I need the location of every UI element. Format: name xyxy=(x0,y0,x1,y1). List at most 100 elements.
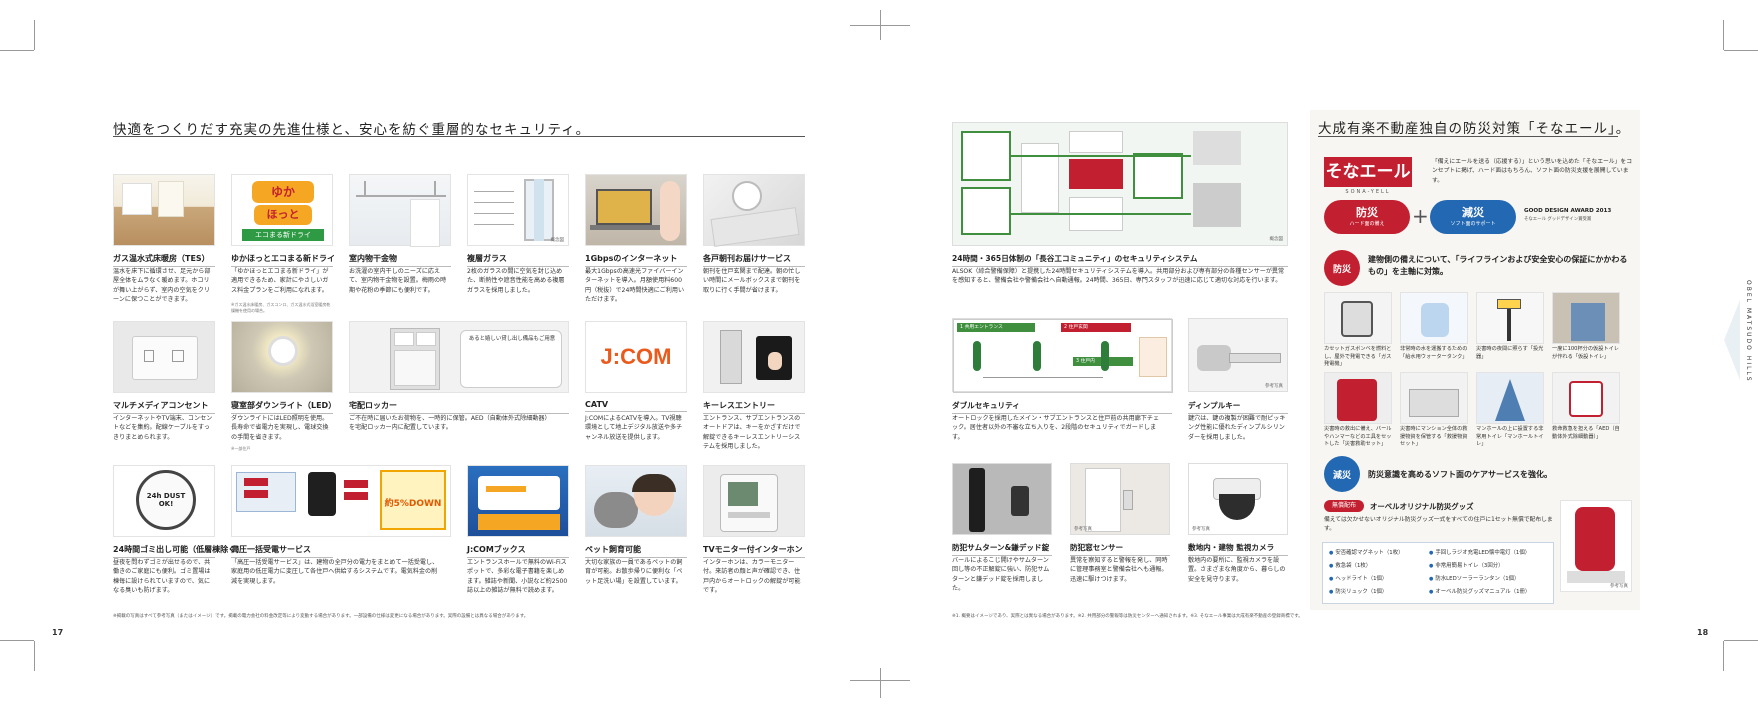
photo-label: 概念図 xyxy=(1269,237,1284,242)
goods-description: 備えては欠かせないオリジナル防災グッズ一式をすべての住戸に1セット無償で配布しま… xyxy=(1324,517,1553,532)
page-number-left: 17 xyxy=(52,628,64,637)
feature-desc: 朝刊を住戸玄関まで配達。朝の忙しい時間にメールボックスまで朝刊を取りに行く手間が… xyxy=(703,268,801,294)
side-arrow-icon xyxy=(1724,300,1740,380)
security-caption: 24時間・365日体制の「長谷工コミュニティ」のセキュリティシステム xyxy=(952,253,1288,267)
security-desc: ALSOK（綜合警備保障）と提携した24時間セキュリティシステムを導入。共用部分… xyxy=(952,268,1285,285)
feature-caption: TVモニター付インターホン xyxy=(703,544,805,558)
step-label-2: 2 住戸玄関 xyxy=(1061,323,1131,332)
feature-caption: ガス温水式床暖房（TES） xyxy=(113,253,215,267)
feature-desc: 「ゆかほっとエコまる新ドライ」が適用できるため、家計にやさしいガス料金プランをご… xyxy=(231,268,329,294)
gensai-badge: 減災 xyxy=(1324,456,1360,492)
jcom-books-image xyxy=(467,465,569,537)
bousai-pill-label: 防災 xyxy=(1356,206,1378,219)
feature-caption: 室内物干金物 xyxy=(349,253,451,267)
jcom-logo: J:COM xyxy=(585,321,687,393)
rescue-set-photo xyxy=(1324,372,1392,424)
delivery-locker-photo: あると嬉しい貸し出し備品もご用意 xyxy=(349,321,569,393)
bousai-pill: 防災 ハード面の備え xyxy=(1324,200,1410,234)
goods-desc: 災害時の夜間に照らす「投光器」 xyxy=(1476,346,1544,360)
window-sensor-photo: 参考写真 xyxy=(1070,463,1170,535)
crop-mark xyxy=(34,20,35,50)
goods-desc: カセットガスボンベを燃料とし、屋外で発電できる「ガス発電機」 xyxy=(1324,346,1392,368)
security-caption: 敷地内・建物 監視カメラ xyxy=(1188,542,1288,556)
bousai-heading: 建物側の備えについて、「ライフラインおよび安全安心の保証にかかわるもの」を主軸に… xyxy=(1368,255,1628,277)
feature-caption: マルチメディアコンセント xyxy=(113,400,215,414)
feature-desc: J:COMによるCATVを導入。TV視聴環境として地上デジタル放送や多チャンネル… xyxy=(585,415,683,441)
gensai-heading: 防災意識を高めるソフト面のケアサービスを強化。 xyxy=(1368,470,1552,479)
goods-list-item: ヘッドライト（1個） xyxy=(1329,574,1387,582)
water-tank-photo xyxy=(1400,292,1468,344)
security-system-diagram: 概念図 xyxy=(952,122,1288,246)
goods-desc: 救命救急を担える「AED（自動体外式除細動器）」 xyxy=(1552,426,1620,440)
goods-desc: 非常時の水を運搬するための「給水用ウォータータンク」 xyxy=(1400,346,1468,360)
intercom-photo xyxy=(703,465,805,537)
feature-desc: 最大1Gbpsの高速光ファイバーインターネットを導入。月額使用料600円（税抜）… xyxy=(585,268,685,304)
crop-mark xyxy=(0,640,34,641)
outlet-photo xyxy=(113,321,215,393)
feature-desc: インターホンは、カラーモニター付。来訪者の顔と声が確認でき、住戸内からオートロッ… xyxy=(703,559,801,595)
security-camera-photo: 参考写真 xyxy=(1188,463,1288,535)
feature-caption: J:COMブックス xyxy=(467,544,569,558)
sona-yell-logo: そなエール xyxy=(1324,157,1412,187)
side-label-text: OBEL MATSUDO HILLS xyxy=(1745,280,1752,383)
newspaper-photo xyxy=(703,174,805,247)
feature-desc: インターネットやTV端末、コンセントなどを集約。配線ケーブルをすっきりまとめられ… xyxy=(113,415,213,441)
drying-rod-photo xyxy=(349,174,451,247)
gensai-pill-sub: ソフト面のサポート xyxy=(1450,221,1496,227)
left-footnote: ※掲載の写真はすべて参考写真（またはイメージ）です。掲載の電力会社の料金改定等に… xyxy=(113,614,529,619)
garbage-badge-text: 24h DUST OK! xyxy=(146,492,186,509)
bousai-pill-sub: ハード面の備え xyxy=(1349,221,1385,227)
page-title: 快適をつくりだす充実の先進仕様と、安心を紡ぐ重層的なセキュリティ。 xyxy=(113,122,591,138)
crop-mark xyxy=(880,668,881,698)
photo-label: 概念図 xyxy=(550,238,565,243)
pet-photo xyxy=(585,465,687,537)
feature-note: ※一部住戸 xyxy=(231,446,251,451)
photo-label: 参考写真 xyxy=(1074,527,1092,532)
feature-desc: お洗濯の室内干しのニーズに応えて、室内物干金物を設置。梅雨の時期や花粉の季節にも… xyxy=(349,268,447,294)
goods-list-item: 救急袋（1枚） xyxy=(1329,561,1371,569)
high-voltage-diagram: 約5%DOWN xyxy=(231,465,451,537)
feature-caption: 寝室部ダウンライト（LED） xyxy=(231,400,336,414)
feature-caption: 高圧一括受電サービス xyxy=(231,544,333,558)
gensai-pill-label: 減災 xyxy=(1462,206,1484,219)
sona-title: 大成有楽不動産独自の防災対策「そなエール」。 xyxy=(1318,121,1631,137)
goods-desc: 災害時の救出に備え、バールやハンマーなどの工具をセットした「災害救助セット」 xyxy=(1324,426,1392,448)
jcom-logo-text: J:COM xyxy=(600,344,672,369)
step-label-1: 1 共用エントランス xyxy=(957,323,1035,332)
feature-desc: エントランス、サブエントランスのオートドアは、キーをかざすだけで解錠できるキーレ… xyxy=(703,415,801,451)
feature-caption: ペット飼育可能 xyxy=(585,544,687,558)
feature-caption: キーレスエントリー xyxy=(703,400,805,414)
floodlight-photo xyxy=(1476,292,1544,344)
goods-list-item: 手回しラジオ充電LED懐中電灯（1個） xyxy=(1429,548,1530,556)
goods-desc: 一度に100杯分の仮設トイレが作れる「仮設トイレ」 xyxy=(1552,346,1619,360)
crop-mark xyxy=(880,10,881,40)
feature-caption: 24時間ゴミ出し可能（低層棟除く） xyxy=(113,544,244,558)
thumb-turn-photo xyxy=(952,463,1052,535)
side-label: OBEL MATSUDO HILLS xyxy=(1740,280,1756,440)
double-glass-diagram: 概念図 xyxy=(467,174,569,246)
title-divider xyxy=(113,136,805,137)
security-caption: 防犯サムターン&鎌デッド錠 xyxy=(952,542,1052,556)
aed-photo xyxy=(1552,372,1620,424)
goods-list-item: 非常用簡易トイレ（3回分） xyxy=(1429,561,1503,569)
internet-photo xyxy=(585,174,687,246)
sona-divider xyxy=(1318,136,1618,137)
security-desc: バールによるこじ開けやサムターン回し等の不正解錠に強い、防犯サムターンと鎌デッド… xyxy=(952,557,1050,593)
crop-mark xyxy=(1723,641,1724,671)
feature-caption: ゆかほっとエコまる新ドライ xyxy=(231,253,335,267)
photo-label: 参考写真 xyxy=(1610,584,1628,589)
goods-list-item: 安否確認マグネット（1枚） xyxy=(1329,548,1403,556)
feature-caption: CATV xyxy=(585,400,687,412)
right-footnote: ※1. 概要はイメージであり、実際とは異なる場合があります。※2. 共用部分の警… xyxy=(952,614,1303,619)
feature-caption: 宅配ロッカー xyxy=(349,400,569,414)
security-caption: 防犯窓センサー xyxy=(1070,542,1170,556)
manhole-toilet-photo xyxy=(1476,372,1544,424)
feature-desc: ダウンライトにはLED照明を使用。長寿命で省電力を実現し、電球交換の手間を省きま… xyxy=(231,415,329,441)
security-desc: 敷地内の要所に、監視カメラを設置。さまざまな角度から、暮らしの安全を見守ります。 xyxy=(1188,557,1286,583)
downlight-photo xyxy=(231,321,333,393)
feature-caption: 複層ガラス xyxy=(467,253,569,267)
feature-caption: 1Gbpsのインターネット xyxy=(585,253,687,267)
goods-list-item: 防災リュック（1個） xyxy=(1329,587,1387,595)
disaster-bag-photo: 参考写真 xyxy=(1560,500,1632,592)
crop-mark xyxy=(1724,50,1758,51)
